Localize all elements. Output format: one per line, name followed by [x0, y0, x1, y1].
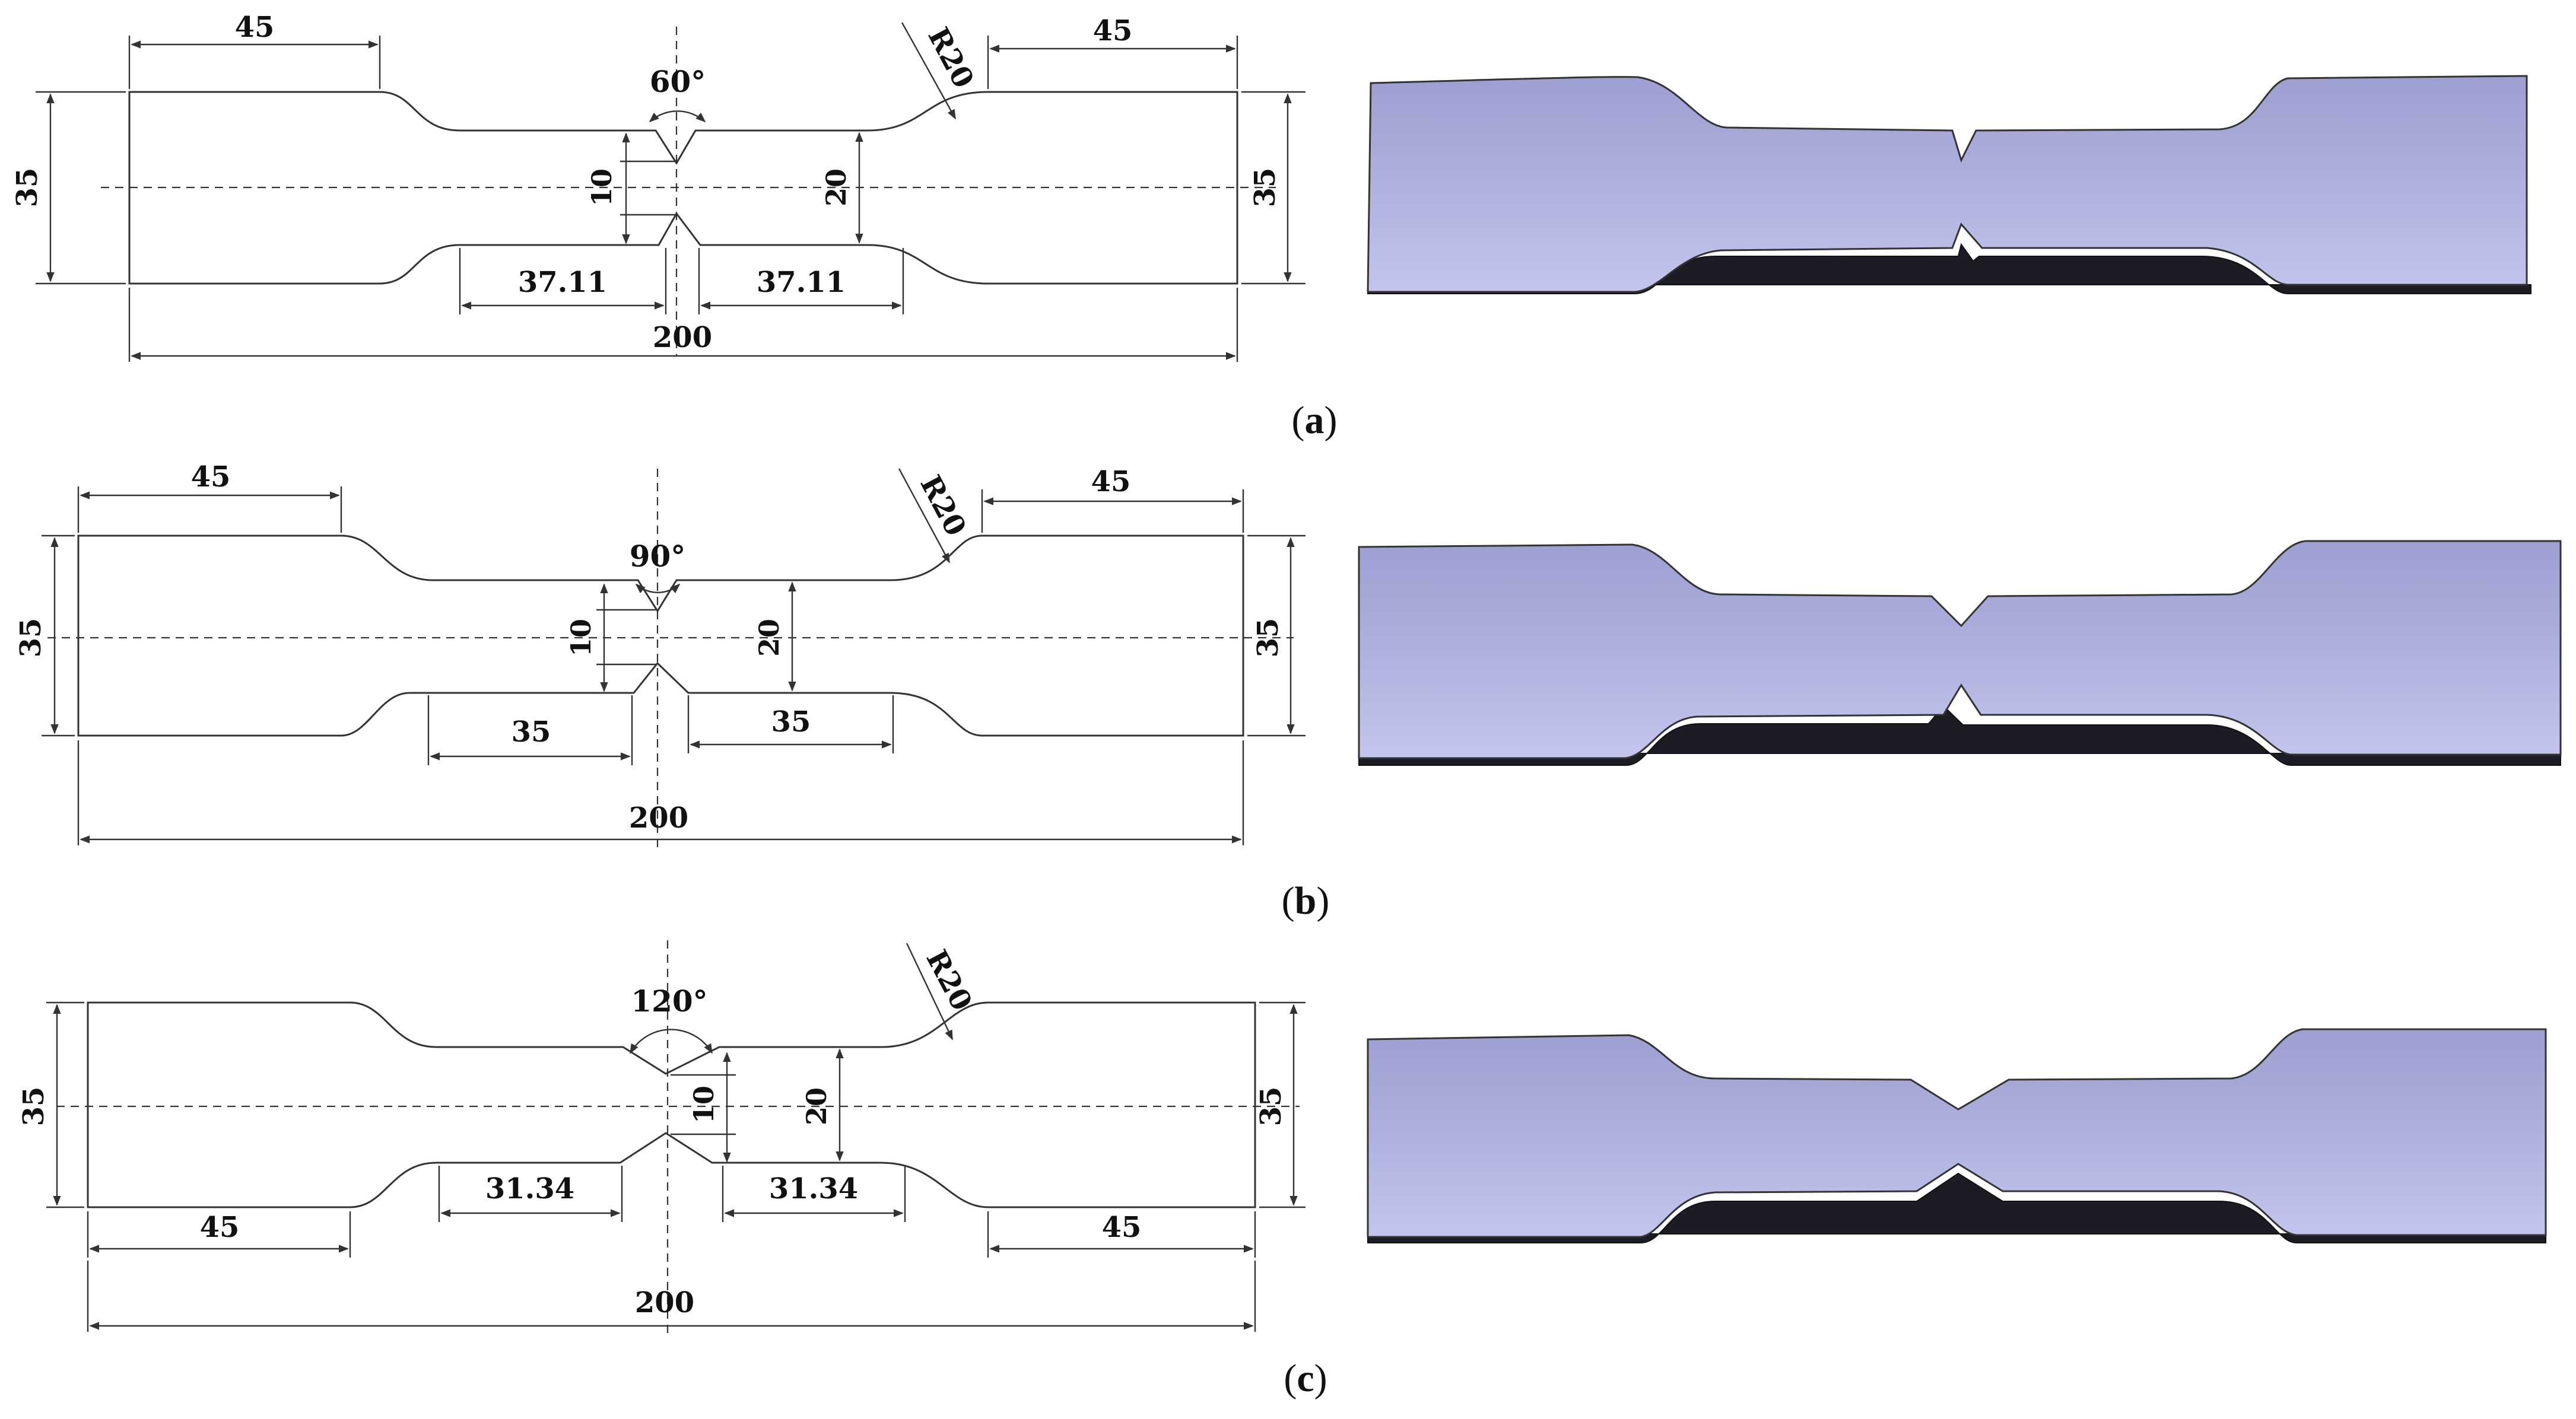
svg-text:(a): (a) [1292, 399, 1338, 442]
caption-c: c [1297, 1357, 1314, 1400]
notch-angle-label-a: 60° [650, 64, 706, 99]
solid-body-c [1367, 1028, 2547, 1238]
solid-body-a [1367, 75, 2528, 293]
notch-depth-label-a: 10 [586, 168, 618, 206]
svg-text:(b): (b) [1282, 879, 1330, 922]
total-length-label-a: 200 [653, 321, 712, 354]
fillet-leader-c [906, 943, 954, 1041]
solid-model-b [1358, 540, 2562, 766]
width-label-left-a: 35 [11, 168, 44, 208]
fillet-leader-a [901, 22, 957, 120]
solid-model-c [1367, 1028, 2547, 1243]
width-label-left-c: 35 [17, 1087, 50, 1127]
neck-length-label-left-a: 37.11 [518, 266, 607, 299]
svg-text:(c): (c) [1284, 1357, 1327, 1400]
specimen-outline-c [87, 1001, 1256, 1208]
neck-width-label-a: 20 [820, 168, 852, 206]
specimen-outline-b [77, 534, 1244, 737]
notch-angle-arc-a [649, 110, 706, 123]
total-length-label-c: 200 [635, 1286, 694, 1319]
neck-length-label-right-b: 35 [771, 705, 811, 739]
grip-length-label-left-c: 45 [200, 1211, 240, 1244]
grip-length-label-left-a: 45 [235, 11, 275, 44]
specimen-outline-a [128, 91, 1238, 285]
neck-length-label-left-b: 35 [512, 715, 551, 749]
drawing-b: 45 45 R20 90° 35 35 10 20 [14, 460, 1306, 848]
panel-a: 45 45 R20 60° 35 35 [11, 11, 2531, 442]
grip-length-label-right-a: 45 [1093, 14, 1133, 47]
caption-b: b [1295, 879, 1317, 922]
grip-length-label-right-b: 45 [1091, 465, 1131, 498]
panel-c: 120° R20 35 35 10 20 31.34 31.34 [17, 940, 2547, 1400]
solid-body-b [1358, 540, 2562, 759]
fillet-label-b: R20 [913, 470, 973, 541]
neck-length-label-left-c: 31.34 [485, 1172, 574, 1205]
neck-width-label-c: 20 [801, 1087, 833, 1125]
caption-a: a [1305, 399, 1324, 442]
width-label-left-b: 35 [14, 618, 47, 658]
notch-angle-label-b: 90° [630, 539, 686, 574]
neck-width-label-b: 20 [753, 619, 785, 657]
grip-length-label-left-b: 45 [191, 460, 231, 494]
solid-model-a [1367, 75, 2531, 294]
panel-b: 45 45 R20 90° 35 35 10 20 [14, 460, 2562, 922]
width-label-right-b: 35 [1252, 618, 1285, 658]
width-label-right-a: 35 [1249, 168, 1282, 208]
notch-depth-label-c: 10 [688, 1086, 720, 1124]
neck-length-label-right-a: 37.11 [757, 266, 846, 299]
drawing-c: 120° R20 35 35 10 20 31.34 31.34 [17, 940, 1306, 1335]
notch-angle-label-c: 120° [631, 984, 707, 1019]
fillet-label-a: R20 [921, 22, 980, 93]
notch-angle-arc-b [635, 583, 681, 594]
notch-depth-label-b: 10 [565, 619, 597, 657]
width-label-right-c: 35 [1254, 1087, 1288, 1127]
grip-length-label-right-c: 45 [1102, 1211, 1142, 1244]
notch-angle-arc-c [629, 1029, 713, 1054]
neck-length-label-right-c: 31.34 [769, 1172, 858, 1205]
fillet-leader-b [898, 468, 951, 564]
total-length-label-b: 200 [629, 801, 688, 835]
drawing-a: 45 45 R20 60° 35 35 [11, 11, 1306, 362]
